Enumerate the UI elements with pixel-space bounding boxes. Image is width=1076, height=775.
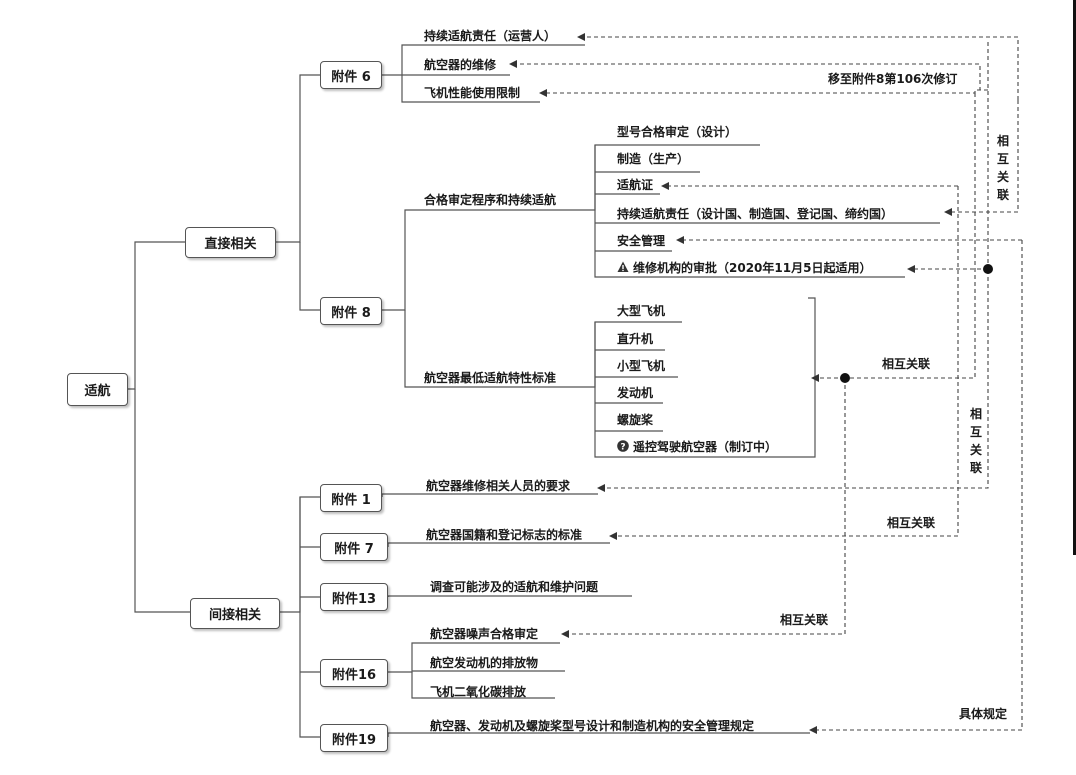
cert-branch: 合格审定程序和持续适航 (424, 193, 557, 207)
note-related-vertical-1: 相互关联 (996, 134, 1009, 202)
standards-item-1: 大型飞机 (617, 304, 666, 318)
note-move-to-annex8: 移至附件8第106次修订 (828, 72, 958, 86)
annex16-item-3: 飞机二氧化碳排放 (430, 685, 527, 699)
annex6-item-1: 持续适航责任（运营人） (424, 29, 557, 43)
annex19-item: 航空器、发动机及螺旋桨型号设计和制造机构的安全管理规定 (430, 719, 755, 733)
annex8-node: 附件 8 (320, 297, 382, 325)
annex19-node: 附件19 (320, 724, 388, 752)
standards-item-2: 直升机 (617, 332, 654, 346)
warning-icon (617, 261, 629, 272)
root-node: 适航 (67, 373, 128, 406)
annex6-item-3: 飞机性能使用限制 (424, 86, 521, 100)
standards-item-6: 遥控驾驶航空器（制订中） (633, 440, 778, 454)
question-icon: ? (617, 440, 629, 452)
standards-branch: 航空器最低适航特性标准 (424, 371, 557, 385)
annex1-item: 航空器维修相关人员的要求 (426, 479, 571, 493)
cert-item-4: 持续适航责任（设计国、制造国、登记国、缔约国） (617, 207, 894, 221)
cert-item-6: 维修机构的审批（2020年11月5日起适用） (633, 261, 872, 275)
annex13-item: 调查可能涉及的适航和维护问题 (430, 580, 599, 594)
annex13-node: 附件13 (320, 583, 388, 611)
annex1-node: 附件 1 (320, 484, 382, 512)
direct-node: 直接相关 (185, 227, 276, 258)
cert-item-1: 型号合格审定（设计） (617, 125, 738, 139)
annex6-node: 附件 6 (320, 61, 382, 89)
indirect-node: 间接相关 (190, 598, 280, 629)
annex6-item-2: 航空器的维修 (424, 58, 497, 72)
note-related-vertical-2: 相互关联 (969, 407, 982, 475)
right-border-line (1073, 0, 1076, 555)
cert-item-3: 适航证 (617, 178, 654, 192)
annex7-node: 附件 7 (320, 533, 388, 561)
annex16-item-1: 航空器噪声合格审定 (430, 627, 539, 641)
standards-item-3: 小型飞机 (617, 359, 666, 373)
standards-item-6-row: ? 遥控驾驶航空器（制订中） (617, 439, 777, 455)
cert-item-5: 安全管理 (617, 234, 666, 248)
svg-text:?: ? (620, 443, 625, 453)
cert-item-2: 制造（生产） (617, 152, 690, 166)
annex16-item-2: 航空发动机的排放物 (430, 656, 539, 670)
standards-item-4: 发动机 (617, 386, 654, 400)
standards-item-5: 螺旋桨 (617, 413, 654, 427)
note-specific-rules: 具体规定 (959, 707, 1008, 721)
cert-item-6-row: 维修机构的审批（2020年11月5日起适用） (617, 260, 871, 276)
annex7-item: 航空器国籍和登记标志的标准 (426, 528, 583, 542)
note-related-annex16: 相互关联 (780, 613, 829, 627)
annex16-node: 附件16 (320, 659, 388, 687)
note-related-annex7: 相互关联 (887, 516, 936, 530)
note-related-standards: 相互关联 (882, 357, 931, 371)
